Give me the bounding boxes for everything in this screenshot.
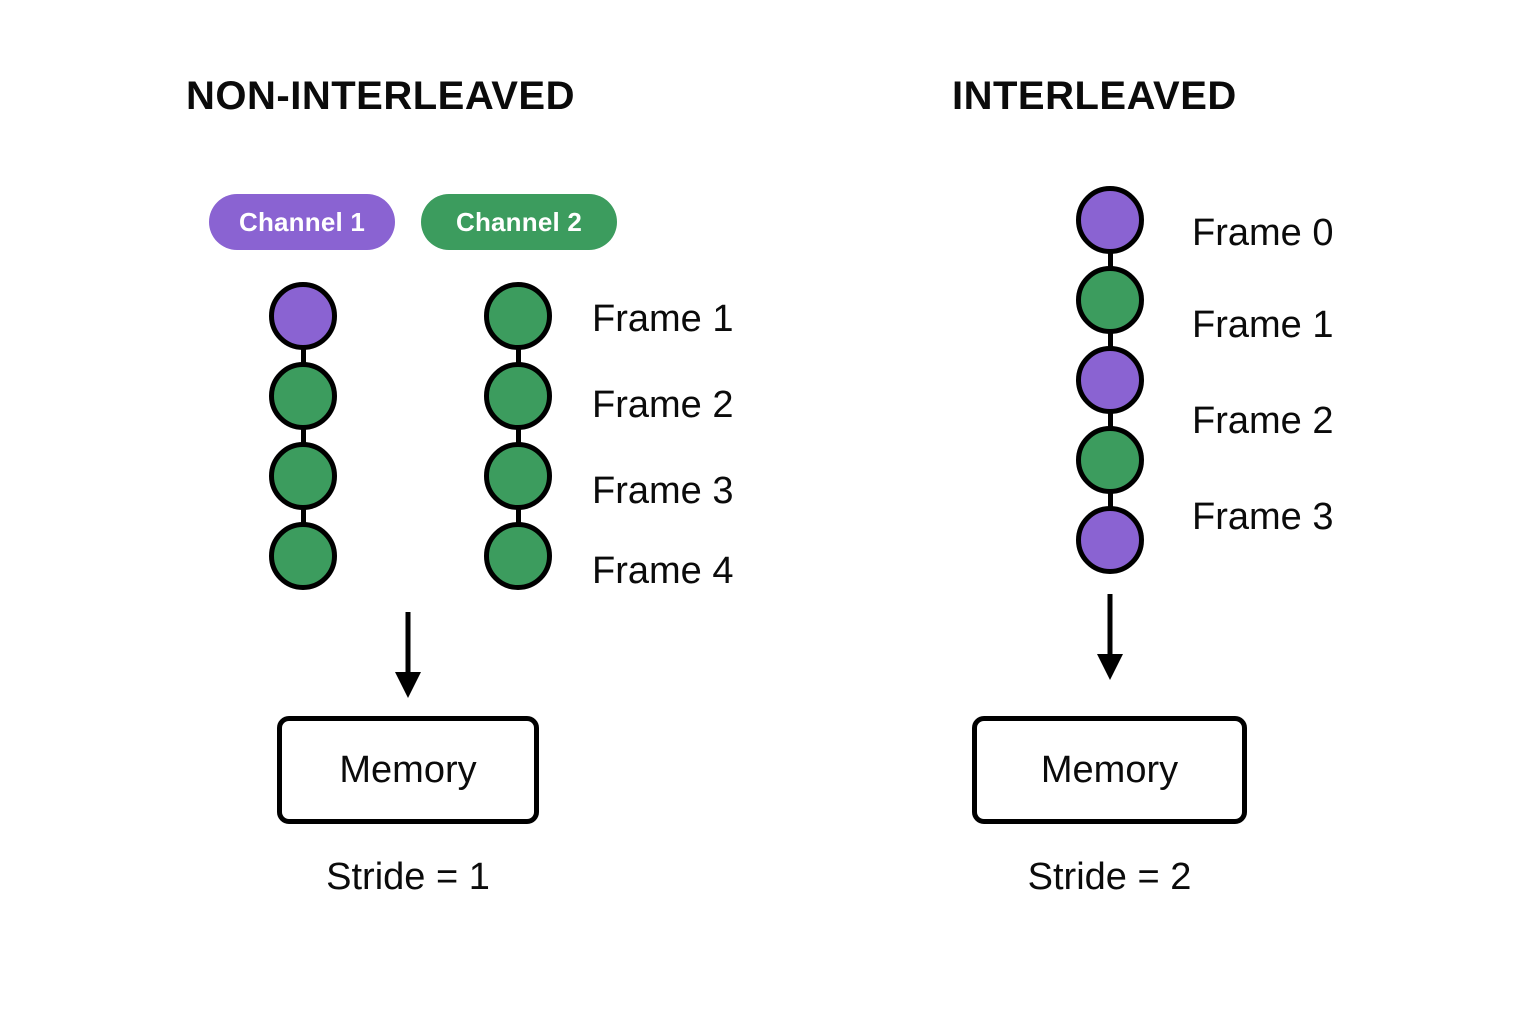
memory-box-left-label: Memory: [339, 749, 477, 791]
chain-connector: [1107, 488, 1113, 512]
frame-label-left-3: Frame 3: [592, 470, 734, 512]
frame-node-purple: [269, 282, 337, 350]
frame-node-purple: [1076, 186, 1144, 254]
chain-connector: [1107, 408, 1113, 432]
chain-connector: [515, 424, 521, 448]
legend-pill-channel-2: Channel 2: [421, 194, 617, 250]
legend-pill-channel-1: Channel 1: [209, 194, 395, 250]
arrow-down-icon-left: [395, 612, 421, 698]
channel-1-column: [269, 282, 337, 590]
chain-connector: [515, 504, 521, 528]
frame-node-green: [484, 442, 552, 510]
frame-node-green: [484, 522, 552, 590]
chain-connector: [1107, 328, 1113, 352]
frame-label-left-2: Frame 2: [592, 384, 734, 426]
chain-connector: [1107, 248, 1113, 272]
channel-2-column: [484, 282, 552, 590]
frame-label-right-1: Frame 1: [1192, 304, 1334, 346]
frame-node-purple: [1076, 346, 1144, 414]
frame-label-right-3: Frame 3: [1192, 496, 1334, 538]
memory-box-right-label: Memory: [1040, 749, 1179, 791]
stride-caption-right: Stride = 2: [1027, 856, 1192, 898]
memory-box-left: Memory: [277, 716, 539, 824]
interleaved-column: [1076, 186, 1144, 574]
frame-node-green: [484, 362, 552, 430]
frame-label-right-0: Frame 0: [1192, 212, 1334, 254]
frame-node-green: [484, 282, 552, 350]
arrow-down-icon-right: [1097, 594, 1123, 680]
frame-node-green: [1076, 266, 1144, 334]
panel-title-non-interleaved: NON-INTERLEAVED: [186, 74, 575, 118]
chain-connector: [515, 344, 521, 368]
stride-caption-left: Stride = 1: [326, 856, 490, 898]
chain-connector: [300, 504, 306, 528]
legend-pill-channel-1-label: Channel 1: [238, 206, 366, 237]
frame-node-green: [269, 362, 337, 430]
chain-connector: [300, 344, 306, 368]
frame-node-green: [269, 442, 337, 510]
legend-pill-channel-2-label: Channel 2: [455, 206, 583, 237]
memory-box-right: Memory: [972, 716, 1247, 824]
frame-label-left-1: Frame 1: [592, 298, 734, 340]
chain-connector: [300, 424, 306, 448]
frame-node-purple: [1076, 506, 1144, 574]
frame-label-left-4: Frame 4: [592, 550, 734, 592]
panel-title-interleaved: INTERLEAVED: [952, 74, 1237, 118]
frame-label-right-2: Frame 2: [1192, 400, 1334, 442]
frame-node-green: [1076, 426, 1144, 494]
frame-node-green: [269, 522, 337, 590]
